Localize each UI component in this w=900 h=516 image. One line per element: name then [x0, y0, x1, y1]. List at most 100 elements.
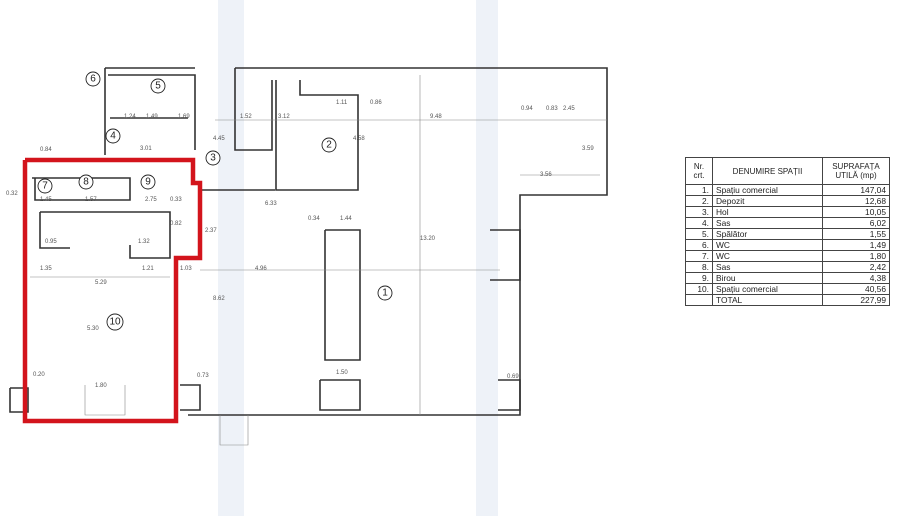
row-number: 2. [685, 195, 713, 207]
row-name: WC [712, 250, 823, 262]
row-name: WC [712, 239, 823, 251]
row-name: Spațiu comercial [712, 283, 823, 295]
row-area: 4,38 [822, 272, 890, 284]
room-circle [140, 174, 156, 190]
dimension-label: 0.73 [197, 373, 209, 379]
room-number: 8 [83, 177, 89, 188]
header-name: DENUMIRE SPAȚII [712, 157, 823, 185]
row-name: Spațiu comercial [712, 184, 823, 196]
dimension-label: 1.57 [85, 197, 97, 203]
area-table: Nr. crt. DENUMIRE SPAȚII SUPRAFAȚA UTILĂ… [685, 157, 890, 306]
dimension-label: 1.45 [40, 197, 52, 203]
row-number: 9. [685, 272, 713, 284]
room-number: 10 [109, 317, 121, 328]
dimension-label: 5.30 [87, 326, 99, 332]
room-marker-8: 8 [78, 174, 94, 190]
dimension-label: 1.69 [178, 114, 190, 120]
room-circle [205, 150, 221, 166]
row-number: 4. [685, 217, 713, 229]
row-number: 6. [685, 239, 713, 251]
room-number: 2 [326, 140, 332, 151]
dimension-label: 2.75 [145, 197, 157, 203]
dimension-label: 4.96 [255, 266, 267, 272]
room-number: 9 [145, 177, 151, 188]
room-number: 3 [210, 153, 216, 164]
dimension-label: 0.32 [6, 191, 18, 197]
room-marker-4: 4 [105, 128, 121, 144]
dimension-label: 1.32 [138, 239, 150, 245]
row-area: 10,05 [822, 206, 890, 218]
dimension-label: 1.35 [40, 266, 52, 272]
dimension-label: 1.49 [146, 114, 158, 120]
dimension-label: 6.33 [265, 201, 277, 207]
dimension-label: 0.86 [370, 100, 382, 106]
room-marker-3: 3 [205, 150, 221, 166]
room-number: 1 [382, 288, 388, 299]
dimension-label: 8.62 [213, 296, 225, 302]
total-label: TOTAL [712, 294, 823, 306]
row-name: Birou [712, 272, 823, 284]
room-circle [78, 174, 94, 190]
dimension-label: 3.01 [140, 146, 152, 152]
room-circle [321, 137, 337, 153]
room-marker-1: 1 [377, 285, 393, 301]
room-marker-9: 9 [140, 174, 156, 190]
dimension-label: 2.37 [205, 228, 217, 234]
room-marker-2: 2 [321, 137, 337, 153]
row-area: 2,42 [822, 261, 890, 273]
room-number: 4 [110, 131, 116, 142]
row-area: 1,49 [822, 239, 890, 251]
dimension-label: 0.94 [521, 106, 533, 112]
dimension-label: 9.48 [430, 114, 442, 120]
dimension-label: 0.34 [308, 216, 320, 222]
highlighted-unit-outline [22, 157, 203, 424]
dimension-label: 0.20 [33, 372, 45, 378]
room-marker-5: 5 [150, 78, 166, 94]
row-name: Sas [712, 217, 823, 229]
dimension-label: 1.44 [340, 216, 352, 222]
dimension-label: 1.03 [180, 266, 192, 272]
row-number: 1. [685, 184, 713, 196]
row-area: 1,55 [822, 228, 890, 240]
row-name: Sas [712, 261, 823, 273]
row-number: 7. [685, 250, 713, 262]
room-number: 7 [42, 181, 48, 192]
row-area: 147,04 [822, 184, 890, 196]
room-marker-10: 10 [106, 313, 124, 331]
dimension-label: 0.69 [507, 374, 519, 380]
row-number: 3. [685, 206, 713, 218]
room-circle [150, 78, 166, 94]
row-area: 6,02 [822, 217, 890, 229]
dimension-label: 1.24 [124, 114, 136, 120]
room-number: 5 [155, 81, 161, 92]
dimension-label: 13.20 [420, 236, 436, 242]
row-area: 40,56 [822, 283, 890, 295]
room-circle [377, 285, 393, 301]
room-marker-7: 7 [37, 178, 53, 194]
dimension-label: 4.58 [353, 136, 365, 142]
dimension-label: 2.45 [563, 106, 575, 112]
dimension-label: 3.56 [540, 172, 552, 178]
dimension-label: 0.83 [546, 106, 558, 112]
dimension-label: 1.80 [95, 383, 107, 389]
dimension-label: 0.82 [170, 221, 182, 227]
row-number: 8. [685, 261, 713, 273]
dimension-label: 0.95 [45, 239, 57, 245]
scan-band [218, 0, 244, 516]
walls [9, 67, 608, 446]
dimension-label: 4.45 [213, 136, 225, 142]
total-blank [685, 294, 713, 306]
dimension-label: 1.50 [336, 370, 348, 376]
dimension-label: 1.21 [142, 266, 154, 272]
room-circle [105, 128, 121, 144]
